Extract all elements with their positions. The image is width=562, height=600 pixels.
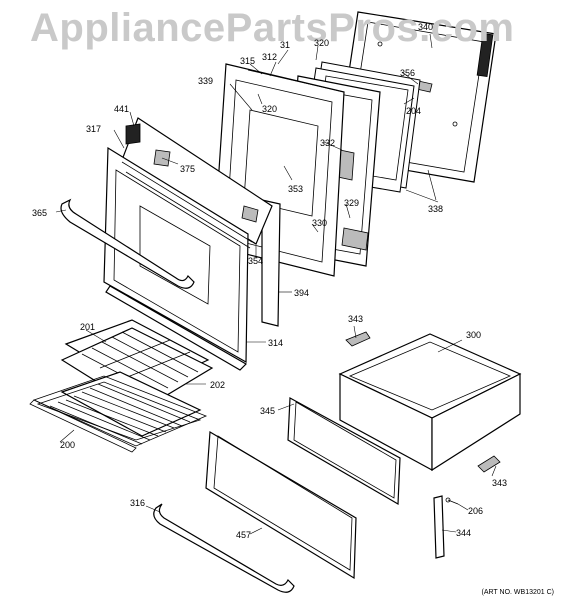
watermark-logo: AppliancePartsPros.com [30,6,515,50]
callout-300: 300 [466,330,482,340]
callout-394: 394 [294,288,310,298]
oven-rack-200 [29,375,208,453]
broiler-grid-202 [60,371,202,437]
callout-201: 201 [80,322,96,332]
callout-312: 312 [262,52,278,62]
drawer-glide-343-lower [477,455,501,473]
callout-202: 202 [210,380,226,390]
callout-339: 339 [198,76,214,86]
callout-340: 340 [418,22,434,32]
callout-343-upper: 343 [348,314,364,324]
callout-441: 441 [114,104,130,114]
callout-353: 353 [288,184,304,194]
callout-329: 329 [344,198,360,208]
callout-200: 200 [60,440,76,450]
callout-338: 338 [428,204,444,214]
callout-206: 206 [468,506,484,516]
broiler-pan-201 [60,319,214,411]
callout-314: 314 [268,338,284,348]
door-handle-365 [60,198,195,289]
callout-31: 31 [280,40,291,50]
door-bottom-trim-314 [105,285,247,371]
callout-316: 316 [130,498,146,508]
callout-332: 332 [320,138,336,148]
callout-204: 204 [406,106,422,116]
screw-206 [445,497,459,505]
callout-345: 345 [260,406,276,416]
door-frame-315 [247,69,345,93]
drawer-front-457 [205,430,357,580]
drawer-handle-316 [153,503,295,593]
leader-lines [55,33,497,535]
callout-457: 457 [236,530,252,540]
callout-317: 317 [86,124,102,134]
callout-320-lower: 320 [262,104,278,114]
drawer-glide-343-upper [345,331,371,347]
door-side-trim-394 [261,199,281,327]
callout-375: 375 [180,164,196,174]
art-number: (ART NO. WB13201 C) [481,589,555,596]
callout-344: 344 [456,528,472,538]
drawer-front-panel-345 [287,397,401,506]
callout-330: 330 [312,218,328,228]
callout-315: 315 [240,56,256,66]
callout-365: 365 [32,208,48,218]
callout-320-upper: 320 [314,38,330,48]
side-trim-344 [433,495,445,559]
storage-drawer-300 [338,333,522,472]
callout-343-lower: 343 [492,478,508,488]
callout-354: 354 [248,256,264,266]
callout-356: 356 [400,68,416,78]
